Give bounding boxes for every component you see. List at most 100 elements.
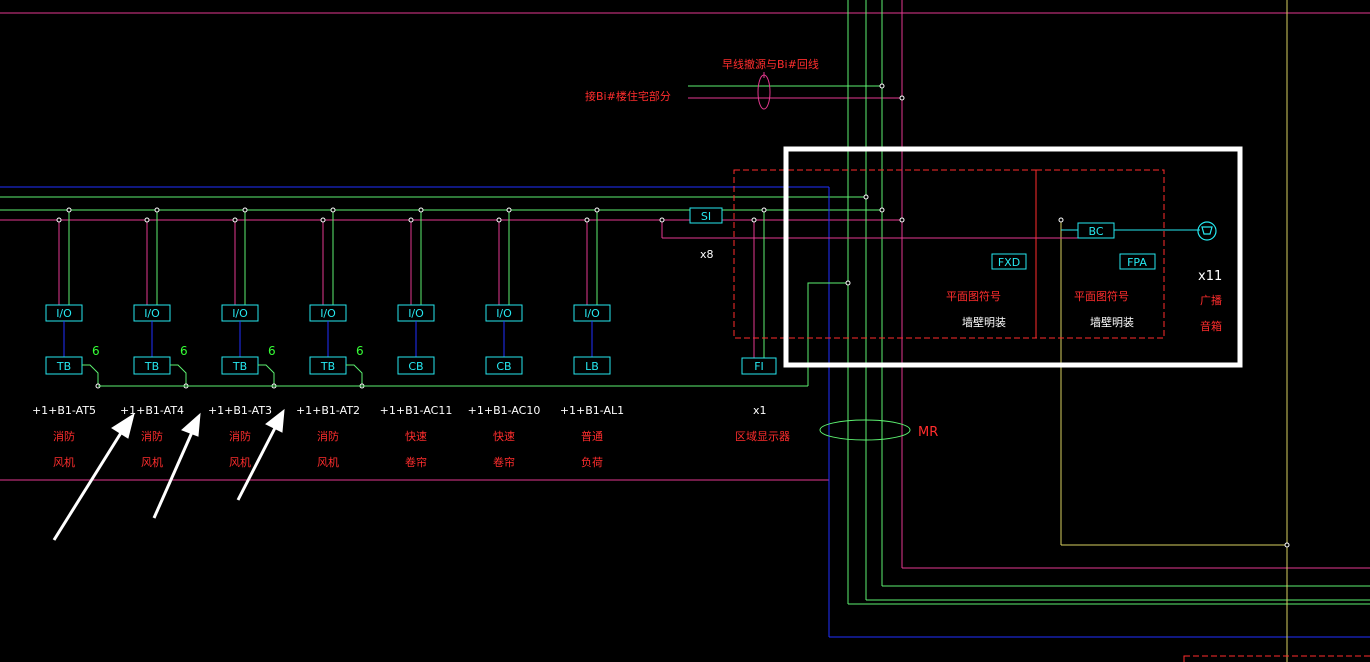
fi-multiplier: x1 <box>753 404 767 417</box>
fi-label: FI <box>754 360 764 373</box>
device-tag: +1+B1-AC10 <box>468 404 541 417</box>
terminal-count: 6 <box>180 344 188 358</box>
bc-dot <box>1058 217 1064 223</box>
terminal-box-label: TB <box>56 360 71 373</box>
junction-dot <box>232 217 238 223</box>
panel-right-note: 墙壁明装 <box>1090 315 1134 329</box>
device-desc-line2: 风机 <box>141 455 163 469</box>
panel-left-note: 墙壁明装 <box>962 315 1006 329</box>
device-desc-line1: 消防 <box>229 429 251 443</box>
terminal-count: 6 <box>92 344 100 358</box>
io-module-label: I/O <box>584 307 600 320</box>
terminal-box-label: LB <box>585 360 599 373</box>
junction-dot <box>506 207 512 213</box>
device-desc-line1: 普通 <box>581 429 603 443</box>
device-tag: +1+B1-AT2 <box>296 404 360 417</box>
terminal-leader <box>170 364 187 386</box>
loop-dot <box>845 280 851 286</box>
panel-left-title: 平面图符号 <box>946 290 1001 303</box>
device-tag: +1+B1-AT4 <box>120 404 184 417</box>
junction-dot <box>242 207 248 213</box>
io-module-label: I/O <box>56 307 72 320</box>
terminal-count: 6 <box>268 344 276 358</box>
highlight-box <box>783 146 1243 368</box>
junction-dot <box>496 217 502 223</box>
terminal-leader <box>82 364 99 386</box>
fi-desc: 区域显示器 <box>735 430 790 443</box>
device-desc-line1: 快速 <box>493 430 515 443</box>
panel-right-outline <box>1035 169 1165 339</box>
device-desc-line2: 风机 <box>317 455 339 469</box>
io-module-label: I/O <box>496 307 512 320</box>
terminal-box[interactable] <box>397 356 435 375</box>
si-label: SI <box>701 210 711 223</box>
panel-right-title: 平面图符号 <box>1074 290 1129 303</box>
device-desc-line1: 消防 <box>317 429 339 443</box>
device-tag: +1+B1-AT3 <box>208 404 272 417</box>
arrow-icon <box>236 408 285 501</box>
speaker-desc-1: 广播 <box>1200 293 1222 307</box>
io-module-label: I/O <box>144 307 160 320</box>
si-multiplier: x8 <box>700 248 714 261</box>
junction-dot <box>66 207 72 213</box>
terminal-box-label: TB <box>232 360 247 373</box>
bus-note-text: 早线撤源与Bi#回线 <box>722 57 819 71</box>
arrow-icon <box>52 412 135 541</box>
link-note-text: 接Bi#楼住宅部分 <box>585 89 671 103</box>
trunk-junctions <box>863 83 1290 548</box>
junction-dot <box>594 207 600 213</box>
arrow-icon <box>152 412 201 519</box>
io-module-label: I/O <box>408 307 424 320</box>
junction-dot <box>418 207 424 213</box>
fi-dot-green <box>761 207 767 213</box>
terminal-count: 6 <box>356 344 364 358</box>
fi-dot-magenta <box>751 217 757 223</box>
junction-dot <box>584 217 590 223</box>
device-desc-line2: 风机 <box>229 455 251 469</box>
speaker-count: x11 <box>1198 269 1222 284</box>
device-desc-line1: 消防 <box>53 429 75 443</box>
speaker-icon <box>1197 221 1217 241</box>
device-desc-line2: 卷帘 <box>405 455 427 469</box>
terminal-box[interactable] <box>485 356 523 375</box>
fxd-label: FXD <box>998 256 1020 269</box>
si-dot <box>659 217 665 223</box>
device-desc-line2: 风机 <box>53 455 75 469</box>
device-desc-line1: 消防 <box>141 429 163 443</box>
io-module-label: I/O <box>320 307 336 320</box>
device-desc-line2: 卷帘 <box>493 455 515 469</box>
speaker-desc-2: 音箱 <box>1200 319 1222 333</box>
bc-label: BC <box>1088 225 1103 238</box>
junction-dot <box>56 217 62 223</box>
junction-dot <box>144 217 150 223</box>
junction-dot <box>408 217 414 223</box>
device-tag: +1+B1-AT5 <box>32 404 96 417</box>
terminal-box-label: CB <box>496 360 511 373</box>
device-tag: +1+B1-AC11 <box>380 404 453 417</box>
fpa-box[interactable] <box>1119 253 1156 270</box>
bc-box[interactable] <box>1077 222 1115 239</box>
si-box[interactable] <box>689 207 723 224</box>
fpa-label: FPA <box>1127 256 1147 269</box>
junction-dot <box>330 207 336 213</box>
device-tag: +1+B1-AL1 <box>560 404 624 417</box>
annotation-arrows <box>52 408 285 541</box>
panel-left-outline <box>733 169 1037 339</box>
junction-dot <box>154 207 160 213</box>
fi-box[interactable] <box>741 357 777 375</box>
terminal-box-label: TB <box>144 360 159 373</box>
junction-dot <box>320 217 326 223</box>
mr-label: MR <box>918 425 938 440</box>
corner-dashed-outline <box>1183 655 1370 662</box>
io-module-label: I/O <box>232 307 248 320</box>
green-signal-loop <box>807 282 848 386</box>
fxd-box[interactable] <box>991 253 1027 270</box>
mr-ring <box>819 419 911 441</box>
terminal-box-label: CB <box>408 360 423 373</box>
terminal-box-label: TB <box>320 360 335 373</box>
terminal-leader <box>258 364 275 386</box>
device-desc-line1: 快速 <box>405 430 427 443</box>
terminal-box[interactable] <box>573 356 611 375</box>
